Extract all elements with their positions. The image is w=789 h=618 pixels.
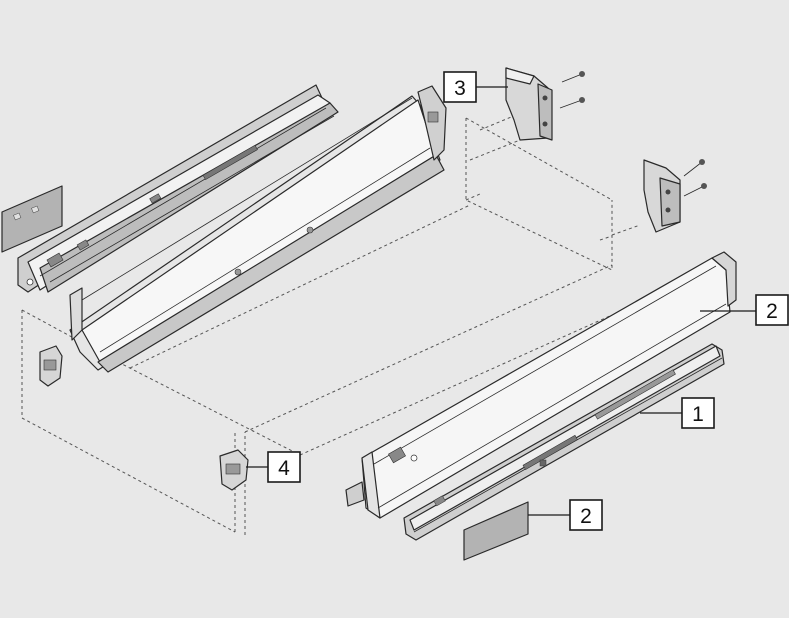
callout-3-text: 3 — [454, 77, 466, 100]
callout-2-lower-text: 2 — [580, 505, 592, 528]
callout-4-text: 4 — [278, 457, 290, 480]
drawer-box-outline — [21, 104, 641, 535]
callout-1: 1 — [640, 397, 715, 429]
left-front-coupling — [39, 345, 63, 387]
callout-2-upper: 2 — [700, 294, 789, 326]
callout-2-lower: 2 — [528, 499, 603, 531]
front-fixing-plate-left — [1, 185, 63, 253]
callout-3: 3 — [443, 71, 508, 103]
left-drawer-side — [69, 85, 447, 373]
left-runner-rail — [17, 84, 339, 293]
front-fixing-plate-lower — [463, 501, 529, 561]
right-drawer-side — [345, 251, 737, 519]
right-runner-rail — [403, 343, 725, 541]
callout-4: 4 — [246, 451, 301, 483]
front-coupling-right — [219, 449, 249, 491]
rear-bracket-upper — [505, 67, 585, 141]
rear-bracket-lower — [643, 159, 707, 233]
callout-1-text: 1 — [692, 403, 704, 426]
callout-2-upper-text: 2 — [766, 300, 778, 323]
